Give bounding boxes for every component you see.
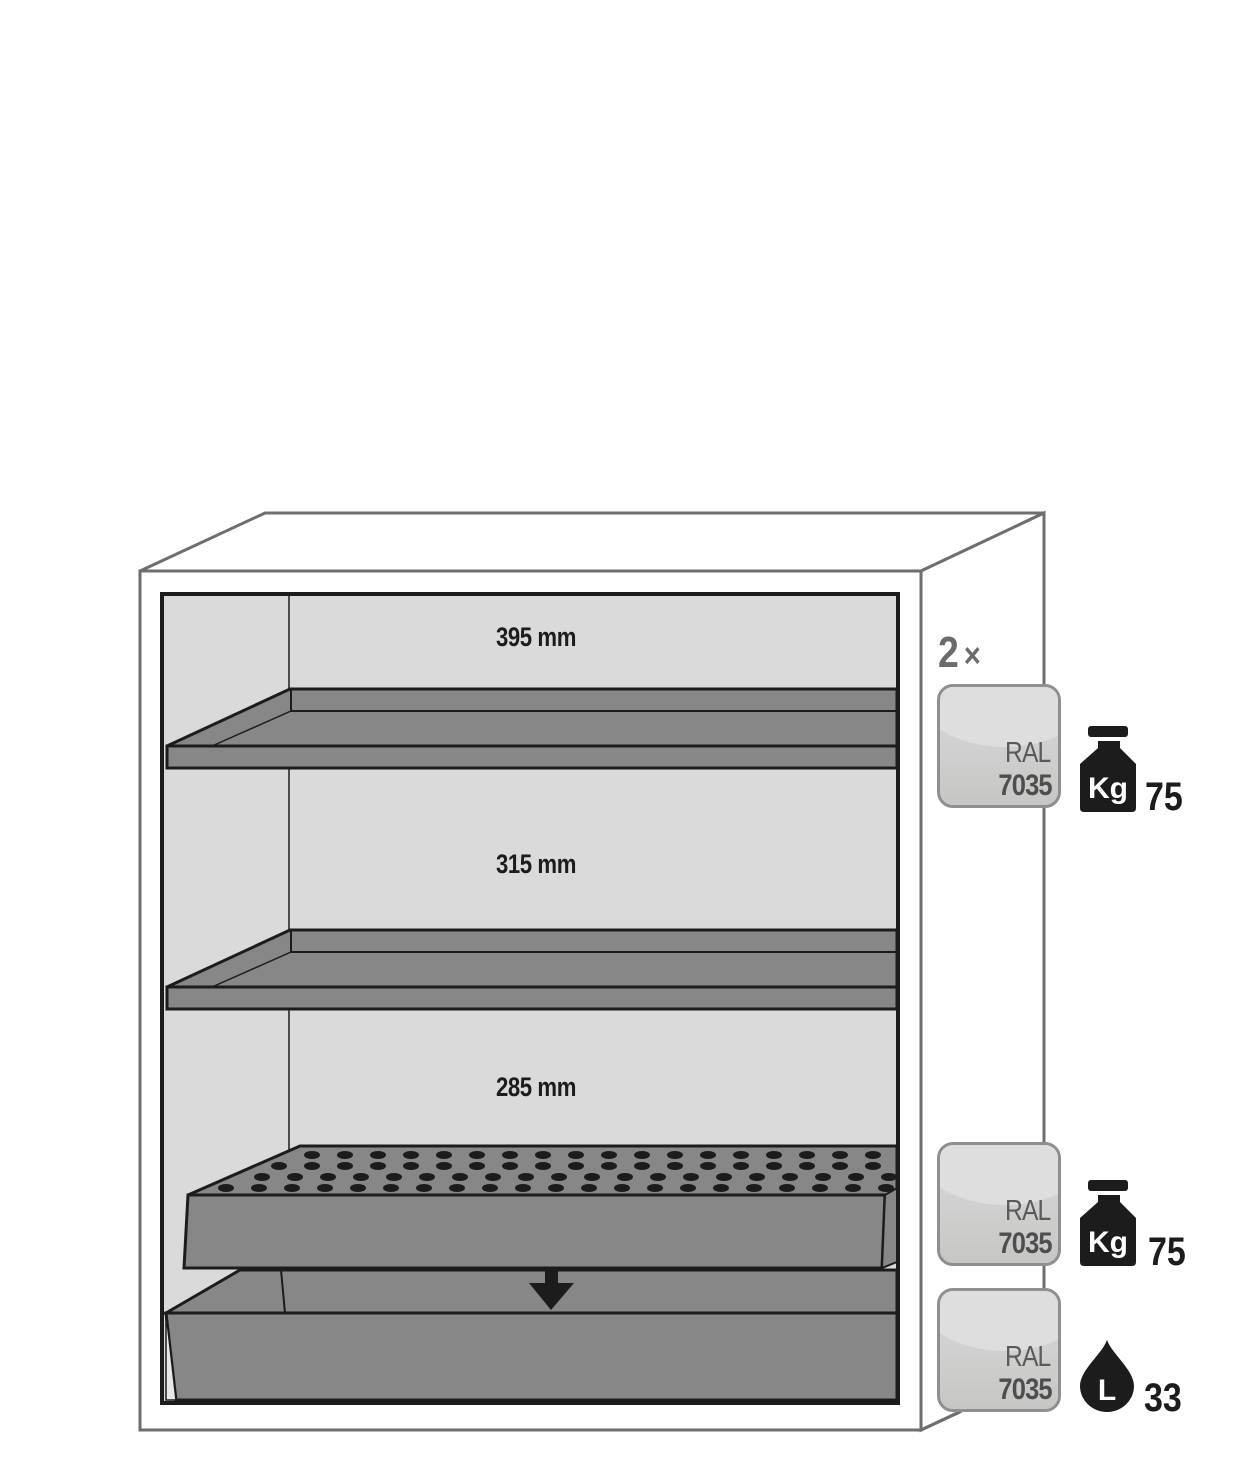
weight-kg-icon: Kg <box>1078 1180 1140 1271</box>
svg-text:Kg: Kg <box>1088 1226 1128 1259</box>
swatch-sheen <box>940 1145 1058 1205</box>
quantity-multiply-symbol: × <box>963 637 981 675</box>
shelf-quantity-label: 2× <box>938 628 981 678</box>
ral-code: 7035 <box>998 1373 1053 1406</box>
shelf-load-value: 75 <box>1145 775 1183 819</box>
ral-label: RAL <box>1004 737 1051 769</box>
ral-label: RAL <box>1004 1341 1051 1373</box>
shelf-1 <box>165 687 899 770</box>
svg-text:L: L <box>1098 1374 1116 1407</box>
weight-kg-icon: Kg <box>1078 726 1140 817</box>
svg-text:Kg: Kg <box>1088 772 1128 805</box>
insert-load-value: 75 <box>1148 1230 1186 1274</box>
quantity-number: 2 <box>938 628 959 677</box>
compartment-3-height: 285 mm <box>495 1072 577 1102</box>
sump-capacity-value: 33 <box>1144 1376 1182 1420</box>
ral-code: 7035 <box>998 769 1053 802</box>
compartment-2-height: 315 mm <box>495 849 577 879</box>
ral-code: 7035 <box>998 1227 1053 1260</box>
ral-label: RAL <box>1004 1195 1051 1227</box>
ral-color-swatch-insert: RAL 7035 <box>937 1142 1061 1266</box>
perforated-insert <box>182 1144 899 1270</box>
swatch-connectors <box>920 1410 961 1432</box>
ral-color-swatch-sump: RAL 7035 <box>937 1288 1061 1412</box>
bottom-sump <box>160 1268 899 1402</box>
liquid-drop-icon: L <box>1080 1340 1134 1417</box>
swatch-sheen <box>940 1291 1058 1351</box>
compartment-1-height: 395 mm <box>495 622 577 652</box>
ral-color-swatch-shelf: RAL 7035 <box>937 684 1061 808</box>
swatch-sheen <box>940 687 1058 747</box>
arrow-down-icon <box>529 1270 574 1310</box>
shelf-2 <box>165 928 899 1011</box>
